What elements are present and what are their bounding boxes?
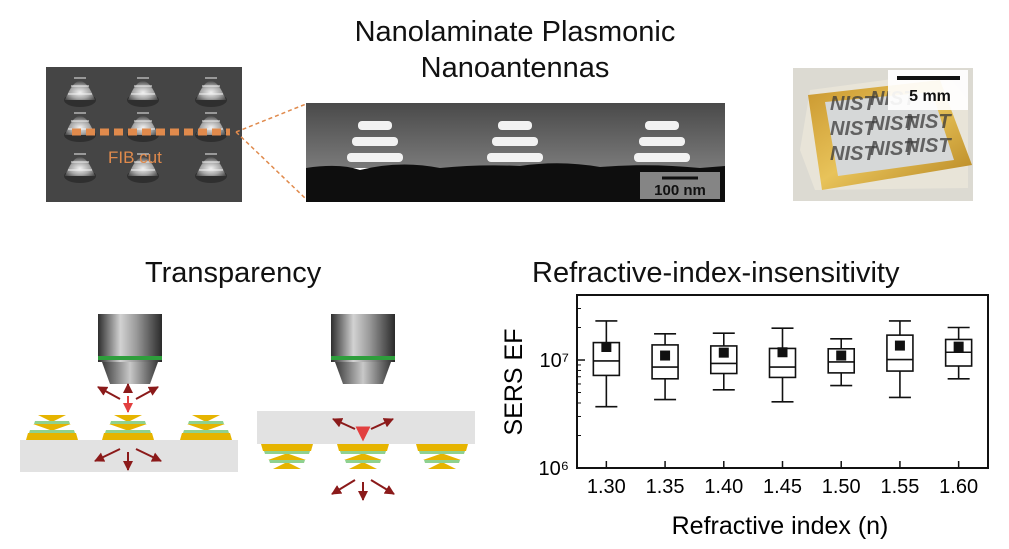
objective-ring-left [98, 356, 162, 360]
iqr-box [827, 348, 856, 374]
box-1.30 [592, 320, 621, 408]
mean-marker [660, 350, 671, 361]
nist-logo-text: NIST [870, 113, 917, 135]
mean-marker [894, 340, 905, 351]
box-1.55 [886, 320, 914, 399]
cross-section-stack [347, 121, 403, 162]
substrate-right [257, 411, 475, 444]
cross-section-image: 100 nm [306, 103, 725, 202]
x-tick-label: 1.40 [704, 476, 743, 498]
nanoantenna [26, 415, 78, 440]
antennas-upright [26, 415, 232, 440]
box-1.60 [944, 326, 973, 380]
nanoantenna [261, 444, 313, 469]
objective-left [98, 314, 162, 384]
nist-logo-text: NIST [905, 111, 952, 133]
sem-nanoantenna [64, 77, 96, 107]
mean-marker [836, 350, 847, 361]
x-tick-label: 1.55 [880, 476, 919, 498]
sem-nanoantenna [195, 77, 227, 107]
box-1.45 [768, 327, 797, 403]
title-line-1: Nanolaminate Plasmonic [354, 16, 676, 48]
sem-image: FIB cut [46, 67, 242, 202]
mean-marker [953, 341, 964, 352]
zoom-connector-bottom [235, 131, 307, 200]
zoom-connector-top [235, 103, 307, 133]
top-figure-row: FIB cut 100 nm NISTNISTNISTNISTNISTNISTN… [46, 67, 973, 202]
nist-logo-text: NIST [830, 118, 877, 140]
sem-nanoantenna [64, 153, 96, 183]
mean-marker [601, 341, 612, 352]
nist-logo-pattern: NISTNISTNISTNISTNISTNISTNISTNIST [830, 88, 952, 165]
nanoantenna [180, 415, 232, 440]
x-tick-label: 1.60 [939, 476, 978, 498]
nanoantenna [416, 444, 468, 469]
y-axis: 10⁶ 10⁷ [539, 307, 585, 480]
title-line-2: Nanoantennas [420, 52, 610, 84]
nanoantenna [337, 444, 389, 469]
box-1.35 [651, 332, 679, 401]
photo-scale-label: 5 mm [909, 88, 951, 105]
sers-boxplot: 10⁶ 10⁷ 1.30 1.35 1.40 1.45 1.50 1.55 1.60 SERS… [500, 294, 989, 540]
x-tick-label: 1.50 [822, 476, 861, 498]
cross-section-stack [487, 121, 543, 162]
nist-logo-text: NIST [870, 138, 917, 160]
chart-title: Refractive-index-insensitivity [532, 257, 900, 289]
x-axis: 1.30 1.35 1.40 1.45 1.50 1.55 1.60 [587, 461, 978, 498]
objective-right [331, 314, 395, 384]
scatter-arrows-right [331, 418, 395, 501]
nist-logo-text: NIST [830, 143, 877, 165]
nist-logo-text: NIST [830, 93, 877, 115]
cross-section-stack [634, 121, 690, 162]
fib-cut-label: FIB cut [108, 148, 162, 167]
page-title: Nanolaminate Plasmonic Nanoantennas [300, 14, 730, 86]
scale-bar-label: 100 nm [654, 182, 706, 199]
mean-marker [718, 347, 729, 358]
objective-ring-right [331, 356, 395, 360]
mean-marker [777, 347, 788, 358]
box-series [592, 320, 973, 408]
nist-logo-text: NIST [905, 135, 952, 157]
antennas-inverted [261, 444, 468, 469]
sample-photo: NISTNISTNISTNISTNISTNISTNISTNIST 5 mm [793, 68, 973, 201]
x-tick-label: 1.30 [587, 476, 626, 498]
nanoantenna [102, 415, 154, 440]
cross-section-stacks [347, 121, 690, 162]
transparency-title: Transparency [145, 257, 322, 289]
transparency-schematic [20, 314, 475, 501]
box-1.40 [709, 332, 738, 391]
y-tick-label: 10⁷ [540, 350, 569, 372]
x-tick-label: 1.45 [763, 476, 802, 498]
scatter-arrows-left [94, 383, 162, 471]
x-tick-label: 1.35 [646, 476, 685, 498]
iqr-box [768, 347, 797, 379]
iqr-box [886, 334, 914, 372]
box-1.50 [827, 338, 856, 387]
x-axis-label: Refractive index (n) [672, 512, 889, 540]
iqr-box [651, 344, 679, 380]
sem-nanoantenna [127, 153, 159, 183]
sem-nanoantenna [127, 77, 159, 107]
sem-nanoantenna [195, 153, 227, 183]
y-tick-label: 10⁶ [539, 458, 569, 480]
y-axis-label: SERS EF [500, 329, 528, 436]
